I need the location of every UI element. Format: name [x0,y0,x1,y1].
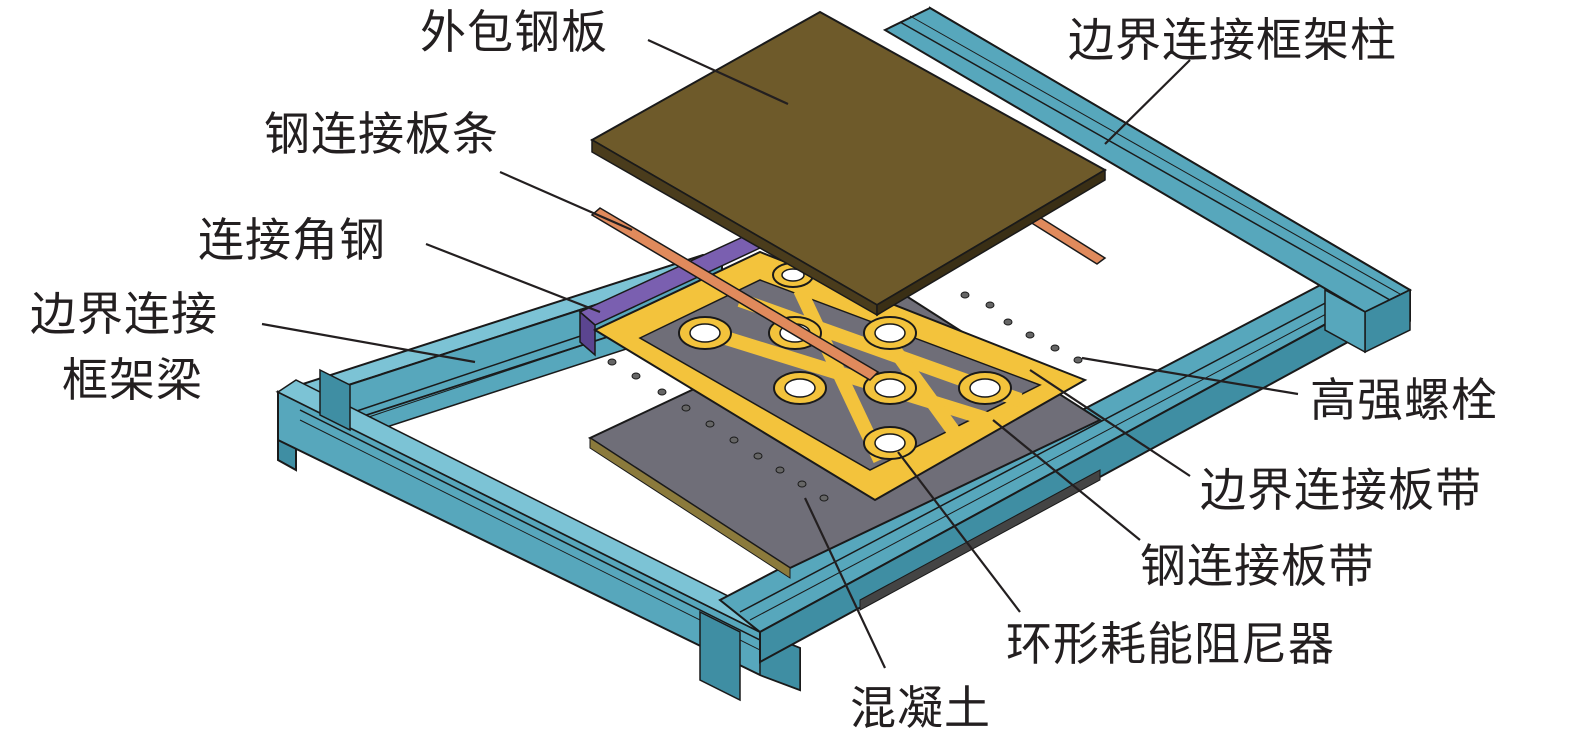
label-boundary-connecting-band: 边界连接板带 [1200,463,1482,517]
label-boundary-frame-beam-line1: 边界连接 [30,287,218,341]
leader-outer-steel-plate [647,38,789,106]
label-boundary-frame-beam-line2: 框架梁 [62,353,203,407]
leader-boundary-frame-beam [261,322,476,364]
label-concrete: 混凝土 [850,681,991,735]
leader-boundary-connecting-band [1029,369,1191,477]
outer-steel-plate [589,10,1108,317]
leader-ring-energy-damper [897,451,1021,613]
leader-steel-connecting-strip [499,170,633,232]
label-boundary-frame-column: 边界连接框架柱 [1068,13,1397,67]
label-ring-energy-damper: 环形耗能阻尼器 [1006,617,1335,671]
label-steel-connecting-strip: 钢连接板条 [264,107,499,161]
ring-energy-damper-frame [592,250,1088,502]
leader-steel-connecting-band [992,419,1141,541]
leader-boundary-frame-column [1104,59,1191,145]
high-strength-bolts [607,291,1083,502]
label-steel-connecting-band: 钢连接板带 [1140,539,1375,593]
label-high-strength-bolt: 高强螺栓 [1310,373,1498,427]
label-outer-steel-plate: 外包钢板 [420,5,608,59]
leader-high-strength-bolt [1081,356,1299,396]
label-connecting-angle-steel: 连接角钢 [198,213,386,267]
boundary-frame-column-back [882,6,1413,354]
leader-connecting-angle-steel [425,242,601,314]
steel-connecting-strip [590,207,1107,381]
leader-lines [261,38,1299,669]
leader-concrete [804,497,886,669]
